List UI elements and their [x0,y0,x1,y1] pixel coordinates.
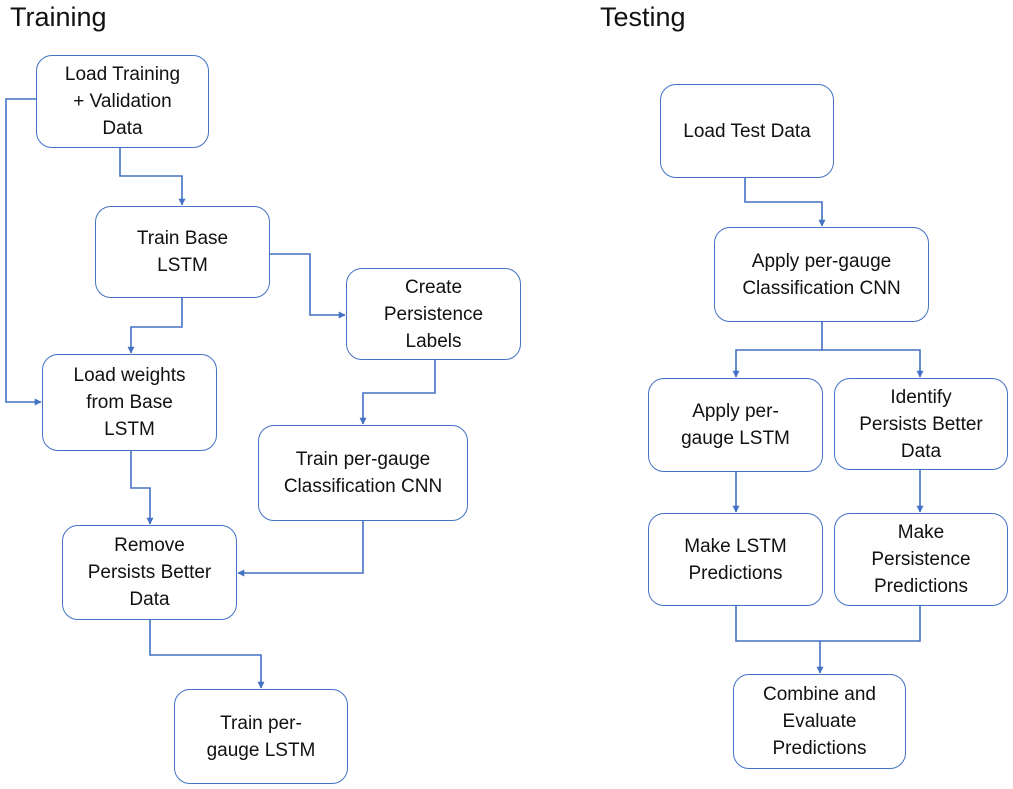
edge-make-persistence-predictions-to-combine-evaluate [820,606,921,642]
identify-persists-better-box: Identify Persists Better Data [834,378,1008,470]
apply-per-gauge-lstm-box: Apply per- gauge LSTM [648,378,823,472]
edge-apply-classification-cnn-to-identify-persists-better [822,349,924,378]
load-training-box: Load Training + Validation Data [36,55,209,148]
edge-create-persistence-labels-to-train-classification-cnn [359,360,436,425]
combine-evaluate-box: Combine and Evaluate Predictions [733,674,906,769]
train-base-lstm-box: Train Base LSTM [95,206,270,298]
edge-remove-persists-better-to-train-per-gauge-lstm [149,620,265,689]
edge-make-lstm-predictions-to-combine-evaluate [735,606,824,674]
train-classification-cnn-box: Train per-gauge Classification CNN [258,425,468,521]
train-per-gauge-lstm-box: Train per- gauge LSTM [174,689,348,784]
edge-load-weights-to-remove-persists-better [130,451,154,525]
remove-persists-better-box: Remove Persists Better Data [62,525,237,620]
edge-load-training-to-train-base-lstm [119,148,186,206]
testing-title: Testing [600,2,686,32]
training-title: Training [10,2,107,32]
apply-classification-cnn-box: Apply per-gauge Classification CNN [714,227,929,322]
edge-train-base-lstm-to-load-weights [127,298,183,354]
edge-load-training-to-load-weights [5,98,42,406]
load-test-data-box: Load Test Data [660,84,834,178]
edge-apply-classification-cnn-to-apply-per-gauge-lstm [732,322,823,378]
make-persistence-predictions-box: Make Persistence Predictions [834,513,1008,606]
edge-load-test-data-to-apply-classification-cnn [744,178,826,227]
create-persistence-labels-box: Create Persistence Labels [346,268,521,360]
make-lstm-predictions-box: Make LSTM Predictions [648,513,823,606]
load-weights-box: Load weights from Base LSTM [42,354,217,451]
edge-train-classification-cnn-to-remove-persists-better [237,521,364,577]
edge-train-base-lstm-to-create-persistence-labels [270,253,346,319]
